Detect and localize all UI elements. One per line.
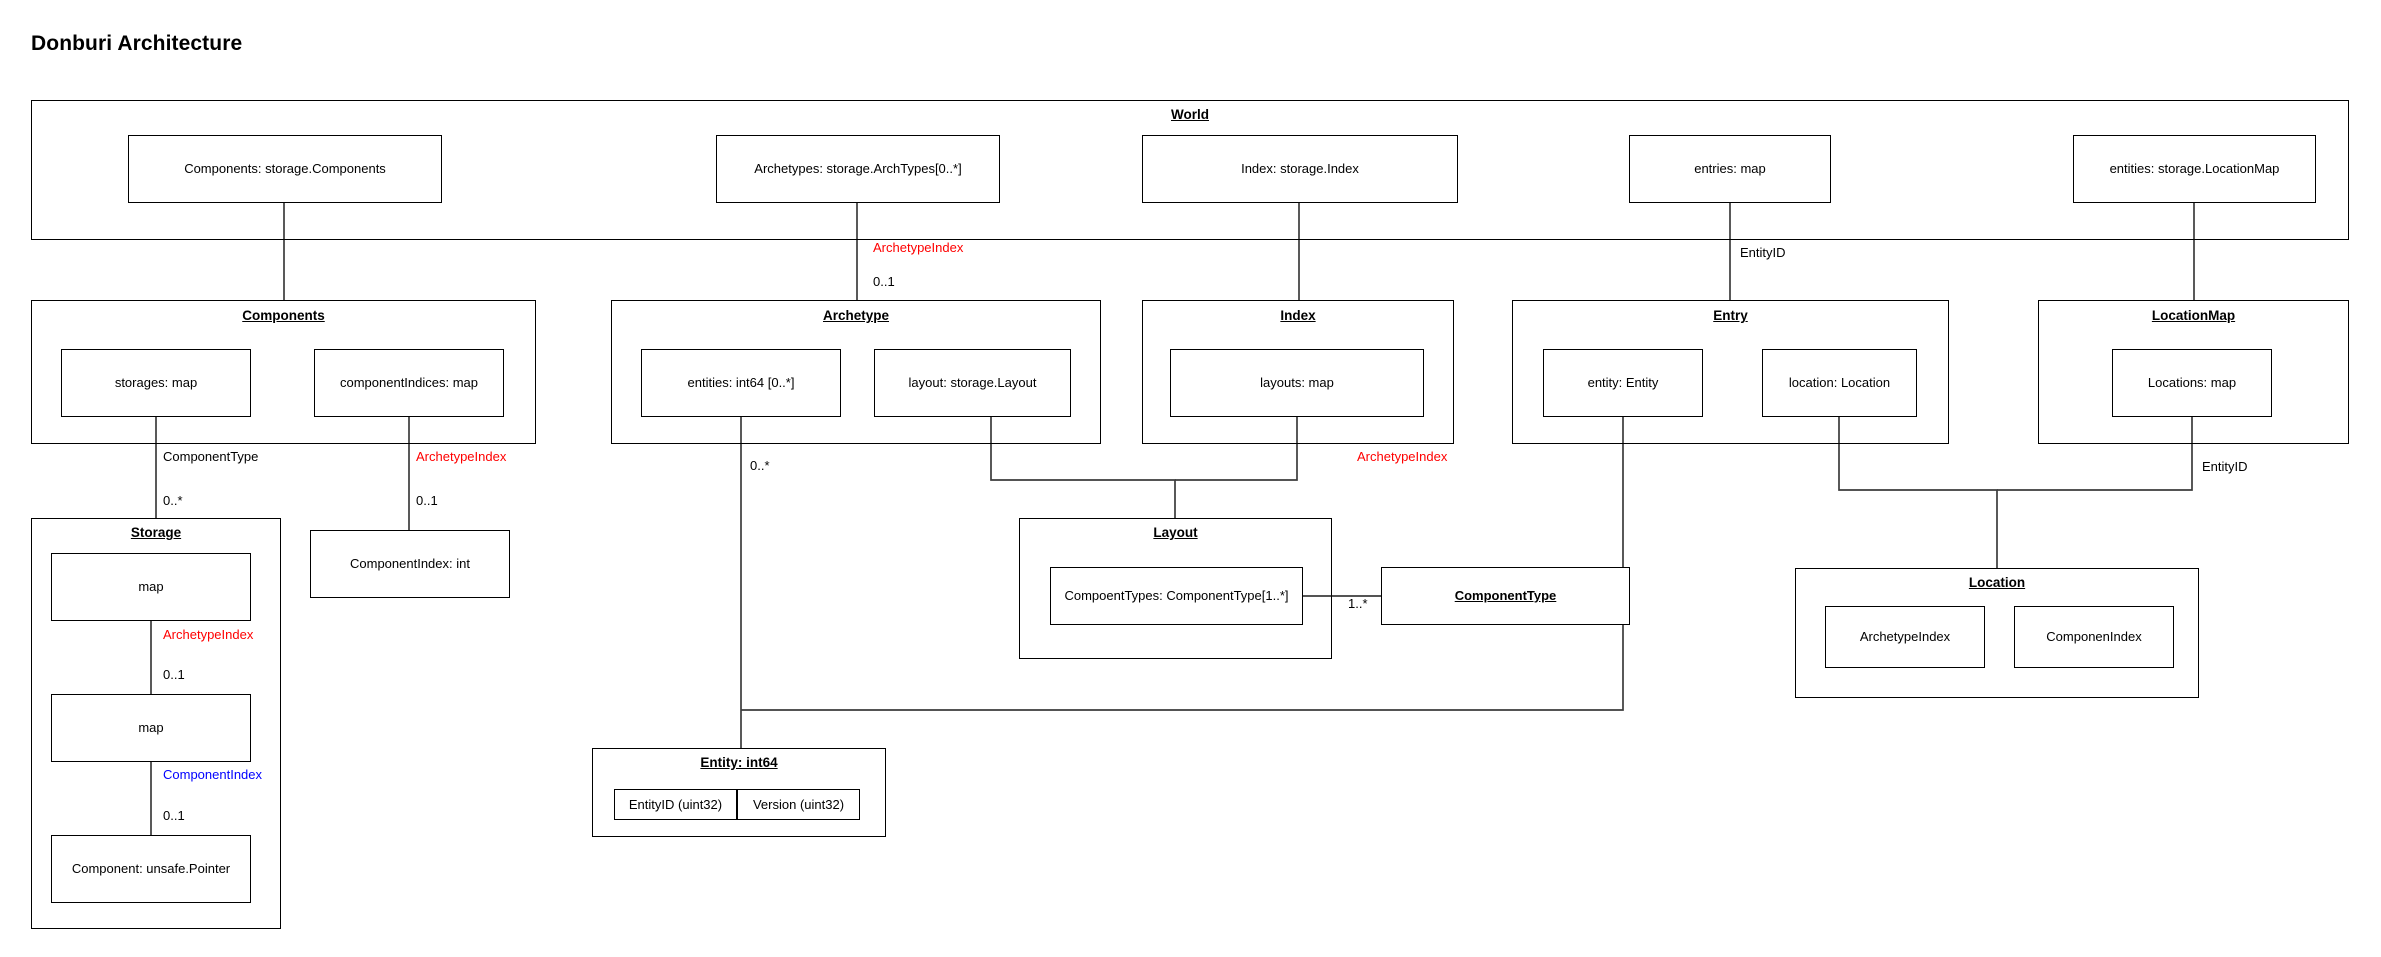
container-components[interactable]: Components — [31, 300, 536, 444]
field-storage-map-1-label: map — [138, 579, 164, 595]
container-layout-title: Layout — [1153, 525, 1198, 540]
edge-label-archetypeindex-index-layout: ArchetypeIndex — [1357, 449, 1448, 464]
edge-label-archetypeindex-componentindices: ArchetypeIndex — [416, 449, 507, 464]
field-locationmap-locations[interactable]: Locations: map — [2112, 349, 2272, 417]
class-componenttype[interactable]: ComponentType — [1381, 567, 1630, 625]
field-entry-location-label: location: Location — [1788, 375, 1891, 391]
field-world-entities-label: entities: storage.LocationMap — [2109, 161, 2280, 177]
container-storage-title: Storage — [130, 525, 182, 540]
field-components-componentindices-label: componentIndices: map — [339, 375, 479, 391]
container-entity-title: Entity: int64 — [700, 755, 778, 770]
edge-label-mult-componentindices: 0..1 — [416, 493, 438, 508]
container-components-title: Components — [242, 308, 325, 323]
edge-label-mult-storage-map1: 0..1 — [163, 667, 185, 682]
field-storage-component[interactable]: Component: unsafe.Pointer — [51, 835, 251, 903]
field-location-archetypeindex-label: ArchetypeIndex — [1859, 629, 1951, 645]
edge-label-mult-components-storage: 0..* — [163, 493, 183, 508]
field-world-components[interactable]: Components: storage.Components — [128, 135, 442, 203]
edge-label-entityid-entries-entry: EntityID — [1740, 245, 1786, 260]
container-archetype-title: Archetype — [822, 308, 890, 323]
container-entry-title: Entry — [1713, 308, 1748, 323]
field-archetype-entities[interactable]: entities: int64 [0..*] — [641, 349, 841, 417]
container-location[interactable]: Location — [1795, 568, 2199, 698]
field-entry-entity[interactable]: entity: Entity — [1543, 349, 1703, 417]
container-layout[interactable]: Layout — [1019, 518, 1332, 659]
field-entry-location[interactable]: location: Location — [1762, 349, 1917, 417]
field-archetype-layout[interactable]: layout: storage.Layout — [874, 349, 1071, 417]
field-entity-entityid-label: EntityID (uint32) — [628, 796, 723, 812]
class-componentindex-int-label: ComponentIndex: int — [350, 556, 470, 572]
field-components-storages[interactable]: storages: map — [61, 349, 251, 417]
container-index[interactable]: Index — [1142, 300, 1454, 444]
field-entity-entityid[interactable]: EntityID (uint32) — [614, 789, 737, 820]
field-world-index[interactable]: Index: storage.Index — [1142, 135, 1458, 203]
edge-label-mult-archetype-entity: 0..* — [750, 458, 770, 473]
field-index-layouts-label: layouts: map — [1260, 375, 1334, 391]
page-title: Donburi Architecture — [31, 32, 243, 55]
field-layout-componenttypes[interactable]: CompoentTypes: ComponentType[1..*] — [1050, 567, 1303, 625]
container-entry[interactable]: Entry — [1512, 300, 1949, 444]
field-components-componentindices[interactable]: componentIndices: map — [314, 349, 504, 417]
field-storage-map-1[interactable]: map — [51, 553, 251, 621]
class-componentindex-int[interactable]: ComponentIndex: int — [310, 530, 510, 598]
field-location-componenindex-label: ComponenIndex — [2046, 629, 2142, 645]
container-world[interactable]: World — [31, 100, 2349, 240]
field-world-archetypes[interactable]: Archetypes: storage.ArchTypes[0..*] — [716, 135, 1000, 203]
field-location-componenindex[interactable]: ComponenIndex — [2014, 606, 2174, 668]
field-index-layouts[interactable]: layouts: map — [1170, 349, 1424, 417]
field-archetype-entities-label: entities: int64 [0..*] — [687, 375, 795, 391]
field-entity-version-label: Version (uint32) — [752, 796, 845, 812]
container-locationmap[interactable]: LocationMap — [2038, 300, 2349, 444]
field-storage-map-2[interactable]: map — [51, 694, 251, 762]
container-entity[interactable]: Entity: int64 — [592, 748, 886, 837]
edge-label-archetypeindex-storage-map: ArchetypeIndex — [163, 627, 254, 642]
edge-label-mult-world-archetype: 0..1 — [873, 274, 895, 289]
field-entity-version[interactable]: Version (uint32) — [737, 789, 860, 820]
edge-label-mult-layout-componenttype: 1..* — [1348, 596, 1368, 611]
class-componentindex-int-suffix: : int — [449, 556, 470, 572]
field-layout-componenttypes-label: CompoentTypes: ComponentType[1..*] — [1064, 588, 1289, 604]
field-world-archetypes-label: Archetypes: storage.ArchTypes[0..*] — [754, 161, 962, 177]
container-index-title: Index — [1280, 308, 1316, 323]
class-componenttype-label: ComponentType — [1454, 588, 1557, 604]
container-storage[interactable]: Storage — [31, 518, 281, 929]
field-world-entities[interactable]: entities: storage.LocationMap — [2073, 135, 2316, 203]
field-locationmap-locations-label: Locations: map — [2147, 375, 2237, 391]
container-location-title: Location — [1968, 575, 2026, 590]
field-entry-entity-label: entity: Entity — [1587, 375, 1659, 391]
edge-label-entityid-locationmap-location: EntityID — [2202, 459, 2248, 474]
field-components-storages-label: storages: map — [114, 375, 198, 391]
field-location-archetypeindex[interactable]: ArchetypeIndex — [1825, 606, 1985, 668]
field-storage-component-label: Component: unsafe.Pointer — [71, 861, 231, 877]
edge-label-componentindex-storage-map: ComponentIndex — [163, 767, 263, 782]
container-archetype[interactable]: Archetype — [611, 300, 1101, 444]
edge-label-componenttype-components-storage: ComponentType — [163, 449, 259, 464]
field-archetype-layout-label: layout: storage.Layout — [908, 375, 1037, 391]
field-world-index-label: Index: storage.Index — [1241, 161, 1359, 177]
container-world-title: World — [1171, 107, 1209, 122]
field-world-entries[interactable]: entries: map — [1629, 135, 1831, 203]
edge-label-mult-storage-map2: 0..1 — [163, 808, 185, 823]
field-world-components-label: Components: storage.Components — [184, 161, 386, 177]
field-world-entries-label: entries: map — [1694, 161, 1766, 177]
edge-label-archetypeindex-world-archetype: ArchetypeIndex — [873, 240, 964, 255]
field-storage-map-2-label: map — [138, 720, 164, 736]
class-componentindex-int-prefix: ComponentIndex — [350, 556, 450, 572]
container-locationmap-title: LocationMap — [2151, 308, 2236, 323]
